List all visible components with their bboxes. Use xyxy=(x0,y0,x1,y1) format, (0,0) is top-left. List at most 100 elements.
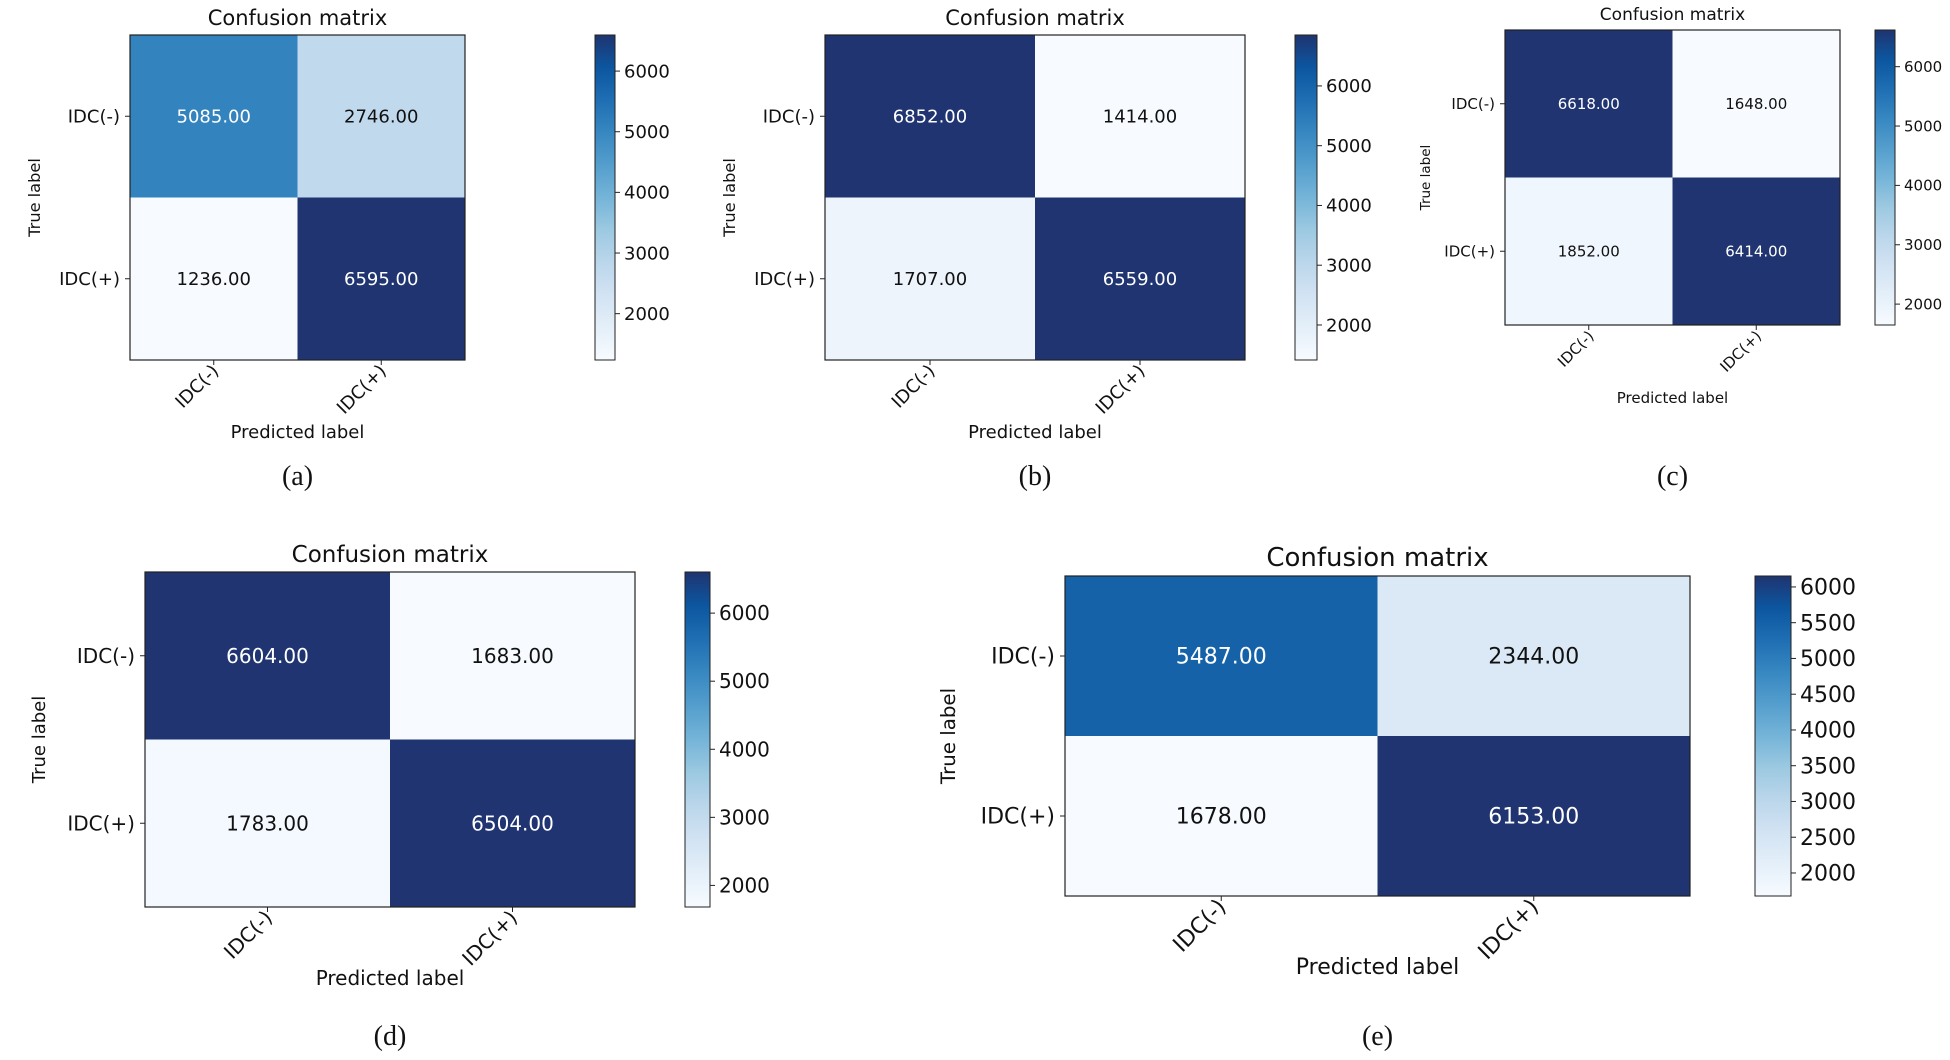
colorbar-tick-label: 2500 xyxy=(1800,826,1856,851)
y-axis-label: True label xyxy=(29,696,50,785)
heatmap-cell xyxy=(1672,30,1840,178)
heatmap-cell xyxy=(1065,736,1378,896)
x-tick-label: IDC(-) xyxy=(219,906,277,964)
heatmap-cell xyxy=(825,197,1035,360)
y-tick-label: IDC(+) xyxy=(754,269,815,290)
colorbar-tick-label: 2000 xyxy=(624,304,670,325)
matrix-frame xyxy=(824,34,1246,361)
y-tick-label: IDC(-) xyxy=(77,644,135,668)
colorbar-tick-label: 6000 xyxy=(1800,576,1856,601)
heatmap-cell xyxy=(1065,576,1378,736)
cell-value-label: 6595.00 xyxy=(344,269,418,290)
colorbar-tick-label: 5000 xyxy=(719,669,770,693)
heatmap-cell xyxy=(297,35,465,198)
confusion-matrix-panel-b: Confusion matrix 6852.00 1414.00 1707.00 655… xyxy=(720,6,1372,492)
cell-value-label: 1852.00 xyxy=(1558,243,1620,261)
cell-value-label: 6153.00 xyxy=(1488,805,1579,830)
colorbar xyxy=(684,571,711,908)
colorbar-tick-label: 2000 xyxy=(1326,315,1372,336)
colorbar-tick-label: 4000 xyxy=(719,737,770,761)
matrix-frame xyxy=(129,34,466,361)
colorbar-tick-label: 5500 xyxy=(1800,611,1856,636)
x-tick-label: IDC(+) xyxy=(1474,895,1544,965)
panel-caption: (c) xyxy=(1657,461,1688,492)
chart-title: Confusion matrix xyxy=(945,6,1125,30)
cell-value-label: 1236.00 xyxy=(177,269,251,290)
heatmap-cell xyxy=(145,739,390,907)
cell-value-label: 1707.00 xyxy=(893,269,967,290)
x-tick-label: IDC(+) xyxy=(1092,361,1150,419)
colorbar xyxy=(1874,29,1896,326)
x-tick-label: IDC(-) xyxy=(1554,327,1598,371)
colorbar-tick-label: 2000 xyxy=(1904,295,1942,313)
heatmap-cell xyxy=(130,197,298,360)
y-tick-label: IDC(-) xyxy=(68,107,120,128)
panel-caption: (d) xyxy=(374,1021,407,1052)
cell-value-label: 6618.00 xyxy=(1558,95,1620,113)
heatmap-cell xyxy=(145,572,390,740)
x-tick-label: IDC(+) xyxy=(333,361,391,419)
colorbar-tick-label: 6000 xyxy=(1904,58,1942,76)
cell-value-label: 1683.00 xyxy=(471,644,554,668)
heatmap-cell xyxy=(1377,736,1690,896)
colorbar-tick-label: 3500 xyxy=(1800,754,1856,779)
colorbar xyxy=(1294,34,1318,361)
cell-value-label: 2344.00 xyxy=(1488,645,1579,670)
colorbar-tick-label: 5000 xyxy=(1800,647,1856,672)
colorbar-tick-label: 3000 xyxy=(719,805,770,829)
heatmap-cell xyxy=(825,35,1035,198)
heatmap-cell xyxy=(1377,576,1690,736)
y-tick-label: IDC(-) xyxy=(763,107,815,128)
cell-value-label: 5487.00 xyxy=(1176,645,1267,670)
colorbar-tick-label: 3000 xyxy=(624,243,670,264)
cell-value-label: 2746.00 xyxy=(344,107,418,128)
colorbar-tick-label: 3000 xyxy=(1326,256,1372,277)
cell-value-label: 6604.00 xyxy=(226,644,309,668)
chart-title: Confusion matrix xyxy=(292,542,489,568)
colorbar-tick-label: 4500 xyxy=(1800,683,1856,708)
chart-title: Confusion matrix xyxy=(1600,5,1745,25)
x-tick-label: IDC(+) xyxy=(457,906,522,971)
x-axis-label: Predicted label xyxy=(1296,955,1459,980)
heatmap-cell xyxy=(1035,35,1245,198)
y-tick-label: IDC(-) xyxy=(991,645,1055,670)
panel-caption: (a) xyxy=(282,461,313,492)
y-tick-label: IDC(+) xyxy=(59,269,120,290)
matrix-frame xyxy=(144,571,636,908)
heatmap-cell xyxy=(1672,177,1840,325)
cell-value-label: 6559.00 xyxy=(1103,269,1177,290)
panel-caption: (e) xyxy=(1362,1021,1393,1052)
cell-value-label: 6414.00 xyxy=(1725,243,1787,261)
colorbar-tick-label: 6000 xyxy=(1326,76,1372,97)
chart-title: Confusion matrix xyxy=(1266,543,1488,573)
colorbar-tick-label: 2000 xyxy=(1800,862,1856,887)
colorbar-tick-label: 4000 xyxy=(1326,196,1372,217)
colorbar-tick-label: 3000 xyxy=(1800,790,1856,815)
y-tick-label: IDC(+) xyxy=(67,811,135,835)
cell-value-label: 1783.00 xyxy=(226,811,309,835)
colorbar-tick-label: 4000 xyxy=(1904,177,1942,195)
colorbar-tick-label: 6000 xyxy=(719,601,770,625)
colorbar-tick-label: 4000 xyxy=(1800,719,1856,744)
y-axis-label: True label xyxy=(1418,145,1434,212)
matrix-frame xyxy=(1064,575,1691,897)
x-axis-label: Predicted label xyxy=(968,422,1102,443)
x-tick-label: IDC(+) xyxy=(1716,327,1765,376)
x-axis-label: Predicted label xyxy=(231,422,365,443)
colorbar-tick-label: 5000 xyxy=(1904,117,1942,135)
y-tick-label: IDC(+) xyxy=(1444,243,1495,261)
panel-caption: (b) xyxy=(1019,461,1052,492)
colorbar-tick-label: 3000 xyxy=(1904,236,1942,254)
colorbar xyxy=(594,34,616,361)
chart-title: Confusion matrix xyxy=(208,6,388,30)
y-axis-label: True label xyxy=(937,688,960,785)
colorbar-tick-label: 5000 xyxy=(1326,136,1372,157)
heatmap-cell xyxy=(1505,30,1673,178)
colorbar-tick-label: 2000 xyxy=(719,873,770,897)
cell-value-label: 6852.00 xyxy=(893,107,967,128)
x-axis-label: Predicted label xyxy=(1617,389,1728,407)
cell-value-label: 1414.00 xyxy=(1103,107,1177,128)
